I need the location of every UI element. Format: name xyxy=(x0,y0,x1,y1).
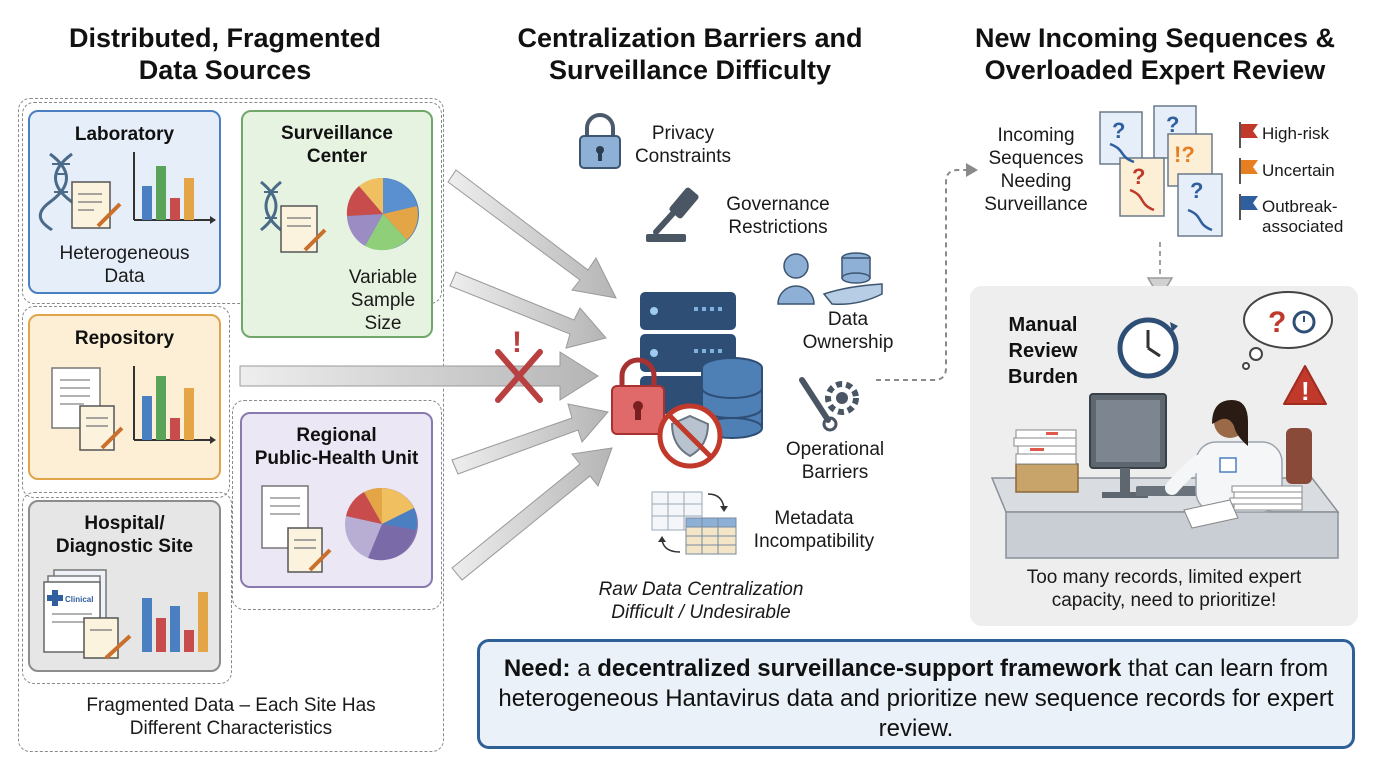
need-part2: that can learn from heterogeneous Hantav… xyxy=(498,655,1334,742)
warning-mark: ! xyxy=(1301,376,1310,406)
sources-footer: Fragmented Data – Each Site Has Differen… xyxy=(86,695,376,739)
repository-group xyxy=(22,306,230,498)
hospital-title: Hospital/ Diagnostic Site xyxy=(55,513,194,557)
surveillance-center-caption: Variable Sample Size xyxy=(348,267,418,334)
thought-bubble-icon: ? xyxy=(1242,291,1333,370)
laboratory-caption: Heterogeneous Data xyxy=(59,243,190,287)
repository-title: Repository xyxy=(74,328,175,349)
hospital-card: Hospital/ Diagnostic Site Clinical xyxy=(28,500,221,672)
bar-chart-icon xyxy=(142,592,208,652)
laboratory-card: Laboratory Heterogeneous Data xyxy=(28,110,221,294)
middle-column-title: Centralization Barriers and Surveillance… xyxy=(517,23,863,85)
laboratory-title: Laboratory xyxy=(74,124,175,145)
pie-chart-icon xyxy=(346,177,419,251)
manual-review-panel: Manual Review Burden ? ! xyxy=(970,286,1358,626)
regional-unit-card: Regional Public-Health Unit xyxy=(240,412,433,588)
privacy-constraints-label: Privacy Constraints xyxy=(634,123,732,167)
regional-unit-title: Regional Public-Health Unit xyxy=(254,425,419,469)
manual-review-title: Manual Review Burden xyxy=(1008,314,1078,388)
data-ownership-label: Data Ownership xyxy=(802,309,894,353)
bar-chart-icon xyxy=(133,366,216,444)
need-statement-text: Need: a decentralized surveillance-suppo… xyxy=(494,654,1338,744)
blocked-server-icon xyxy=(611,292,763,469)
regional-group xyxy=(232,400,442,610)
right-column-title: New Incoming Sequences & Overloaded Expe… xyxy=(974,23,1336,85)
need-framework: decentralized surveillance-support frame… xyxy=(597,655,1122,682)
lock-icon xyxy=(579,113,621,169)
dna-document-icon xyxy=(260,180,327,253)
metadata-incompatibility-label: Metadata Incompatibility xyxy=(753,508,875,552)
surveillance-center-title: Surveillance Center xyxy=(281,123,393,167)
clinical-doc-label: Clinical xyxy=(65,595,93,604)
repository-card: Repository xyxy=(28,314,221,480)
sources-group xyxy=(18,98,444,752)
doc-mark-2: ? xyxy=(1166,112,1179,137)
metadata-tables-icon xyxy=(651,491,737,555)
data-ownership-icon xyxy=(777,252,883,306)
governance-restrictions-label: Governance Restrictions xyxy=(726,194,830,238)
incoming-sequences-label: Incoming Sequences Needing Surveillance xyxy=(984,125,1088,215)
need-statement-box: Need: a decentralized surveillance-suppo… xyxy=(477,639,1355,749)
uncertain-flag-icon xyxy=(1239,158,1258,184)
uncertain-label: Uncertain xyxy=(1262,161,1335,180)
expert-at-desk-illustration xyxy=(990,393,1340,559)
doc-mark-1: ? xyxy=(1112,118,1125,143)
hospital-group xyxy=(22,492,232,684)
dna-document-icon xyxy=(38,152,122,232)
doc-mark-4: ? xyxy=(1132,164,1145,189)
operational-barriers-label: Operational Barriers xyxy=(785,439,885,483)
centralization-caption: Raw Data Centralization Difficult / Unde… xyxy=(598,579,804,623)
clock-icon xyxy=(1117,317,1179,379)
doc-mark-5: ? xyxy=(1190,178,1203,203)
blocked-warning-mark: ! xyxy=(512,326,522,359)
document-icon xyxy=(51,367,124,451)
lab-surveillance-group xyxy=(22,102,442,304)
gavel-icon xyxy=(646,187,699,242)
outbreak-associated-label: Outbreak- associated xyxy=(1262,197,1344,236)
doc-mark-3: !? xyxy=(1174,142,1195,167)
pie-chart-icon xyxy=(344,487,418,561)
outbreak-flag-icon xyxy=(1239,194,1258,220)
high-risk-label: High-risk xyxy=(1262,124,1330,143)
need-lead: Need: xyxy=(503,655,571,682)
thought-question-mark: ? xyxy=(1268,306,1286,339)
clinical-document-icon: Clinical xyxy=(43,569,132,660)
incoming-documents-icon: ? ? !? ? ? xyxy=(1099,105,1223,237)
need-part1: a xyxy=(570,655,598,682)
warning-icon: ! xyxy=(1283,365,1327,406)
left-column-title: Distributed, Fragmented Data Sources xyxy=(68,23,382,85)
document-icon xyxy=(261,485,332,573)
high-risk-flag-icon xyxy=(1239,122,1258,148)
wrench-gear-icon xyxy=(799,377,859,432)
surveillance-center-card: Surveillance Center Variable Sample Size xyxy=(241,110,433,338)
bar-chart-icon xyxy=(133,152,216,224)
manual-review-caption: Too many records, limited expert capacit… xyxy=(1026,567,1302,611)
